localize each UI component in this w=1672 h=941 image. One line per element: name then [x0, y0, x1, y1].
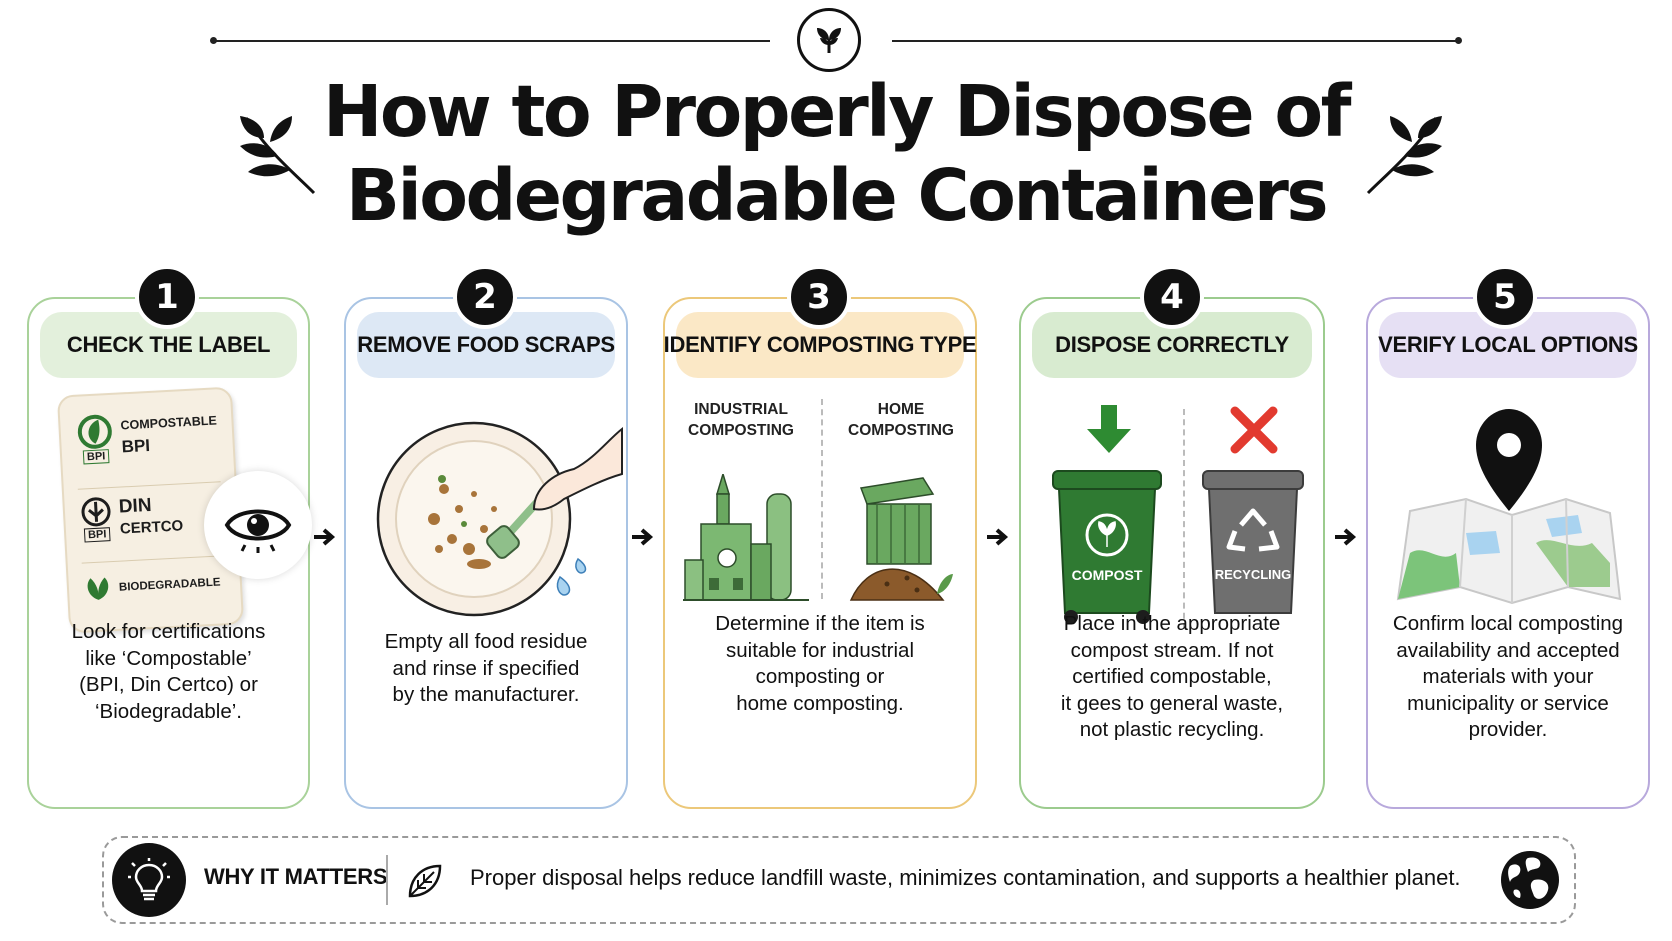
leaf-sprout-icon	[797, 8, 861, 72]
laurel-left-icon	[234, 108, 324, 203]
plate-rinse-illustration	[376, 421, 623, 617]
arrow-right-icon	[983, 522, 1013, 552]
compost-bin: COMPOST	[1051, 467, 1163, 625]
step-4-card: DISPOSE CORRECTLY COMPOST	[1019, 297, 1325, 809]
compost-bin-label: COMPOST	[1071, 567, 1143, 583]
arrow-right-icon	[1331, 522, 1361, 552]
bpi-text: BPI	[121, 435, 151, 457]
label-divider-2	[81, 555, 225, 564]
biodegradable-text: BIODEGRADABLE	[118, 576, 221, 594]
din-text: DIN	[118, 495, 153, 518]
step-3-card: IDENTIFY COMPOSTING TYPE INDUSTRIAL COMP…	[663, 297, 977, 809]
step-5-description: Confirm local composting availability an…	[1392, 612, 1624, 741]
step-2-card: REMOVE FOOD SCRAPS Empty all food residu…	[344, 297, 628, 809]
din-certco-icon	[81, 497, 111, 527]
banner-text: Proper disposal helps reduce landfill wa…	[470, 865, 1461, 890]
red-cross-icon	[1230, 406, 1278, 454]
label-divider-1	[77, 481, 221, 490]
arrow-right-icon	[310, 522, 340, 552]
header-rule-right	[892, 40, 1458, 42]
composting-divider	[821, 399, 823, 599]
bpi-badge: BPI	[82, 449, 110, 465]
down-arrow-icon	[1087, 405, 1131, 453]
certco-text: CERTCO	[119, 517, 184, 538]
home-composting-label: HOME COMPOSTING	[848, 401, 954, 439]
recycling-bin-icon	[1202, 470, 1304, 614]
biodegradable-label-row: BIODEGRADABLE	[82, 569, 221, 602]
laurel-right-icon	[1358, 108, 1448, 203]
globe-icon	[1501, 851, 1559, 909]
compostable-label-row: BPI COMPOSTABLE BPI	[74, 407, 219, 465]
step-2-description: Empty all food residue and rinse if spec…	[384, 630, 588, 706]
step-5-card: VERIFY LOCAL OPTIONS Confirm local compo…	[1366, 297, 1650, 809]
leaf-icon	[396, 852, 454, 910]
title-line-2: Biodegradable Containers	[345, 154, 1329, 237]
industrial-composting-label: INDUSTRIAL COMPOSTING	[688, 401, 794, 439]
bin-divider	[1183, 409, 1185, 629]
recycling-bin: RECYCLING	[1201, 467, 1305, 625]
compostable-leaf-icon	[77, 414, 112, 449]
map-pin-illustration	[1396, 409, 1622, 605]
step-5-heading: VERIFY LOCAL OPTIONS	[1378, 312, 1638, 378]
step-5-number: 5	[1473, 265, 1537, 329]
step-1-card: CHECK THE LABEL BPI COMPOSTABLE BPI	[27, 297, 312, 809]
step-3-number: 3	[787, 265, 851, 329]
compostable-text: COMPOSTABLE	[120, 412, 218, 432]
header-rule-left	[214, 40, 770, 42]
din-certco-label-row: BPI DIN CERTCO	[78, 491, 184, 543]
arrow-right-icon	[628, 522, 658, 552]
recycling-bin-label: RECYCLING	[1214, 567, 1292, 582]
why-it-matters-banner: WHY IT MATTERS Proper disposal helps red…	[102, 836, 1576, 924]
why-it-matters-label: WHY IT MATTERS	[204, 864, 388, 889]
header-rule-dot-left	[210, 37, 217, 44]
step-4-number: 4	[1140, 265, 1204, 329]
header-rule-dot-right	[1455, 37, 1462, 44]
industrial-facility-icon	[683, 474, 809, 601]
certification-label-card: BPI COMPOSTABLE BPI BPI DIN	[56, 386, 245, 634]
bpi-badge-2: BPI	[83, 527, 111, 543]
step-1-description: Look for certifications like ‘Compostabl…	[71, 620, 266, 723]
biodegradable-leaf-icon	[87, 577, 109, 600]
compost-bin-icon	[1052, 470, 1162, 624]
banner-divider	[386, 855, 388, 905]
light-bulb-icon	[112, 843, 186, 917]
step-3-description: Determine if the item is suitable for in…	[715, 612, 925, 715]
page-title: How to Properly Dispose of Biodegradable…	[200, 70, 1472, 238]
step-2-number: 2	[453, 265, 517, 329]
step-4-description: Place in the appropriate compost stream.…	[1060, 612, 1284, 741]
home-compost-bin-icon	[849, 477, 953, 601]
step-1-number: 1	[135, 265, 199, 329]
eye-icon	[204, 471, 312, 579]
title-line-1: How to Properly Dispose of	[322, 70, 1352, 153]
